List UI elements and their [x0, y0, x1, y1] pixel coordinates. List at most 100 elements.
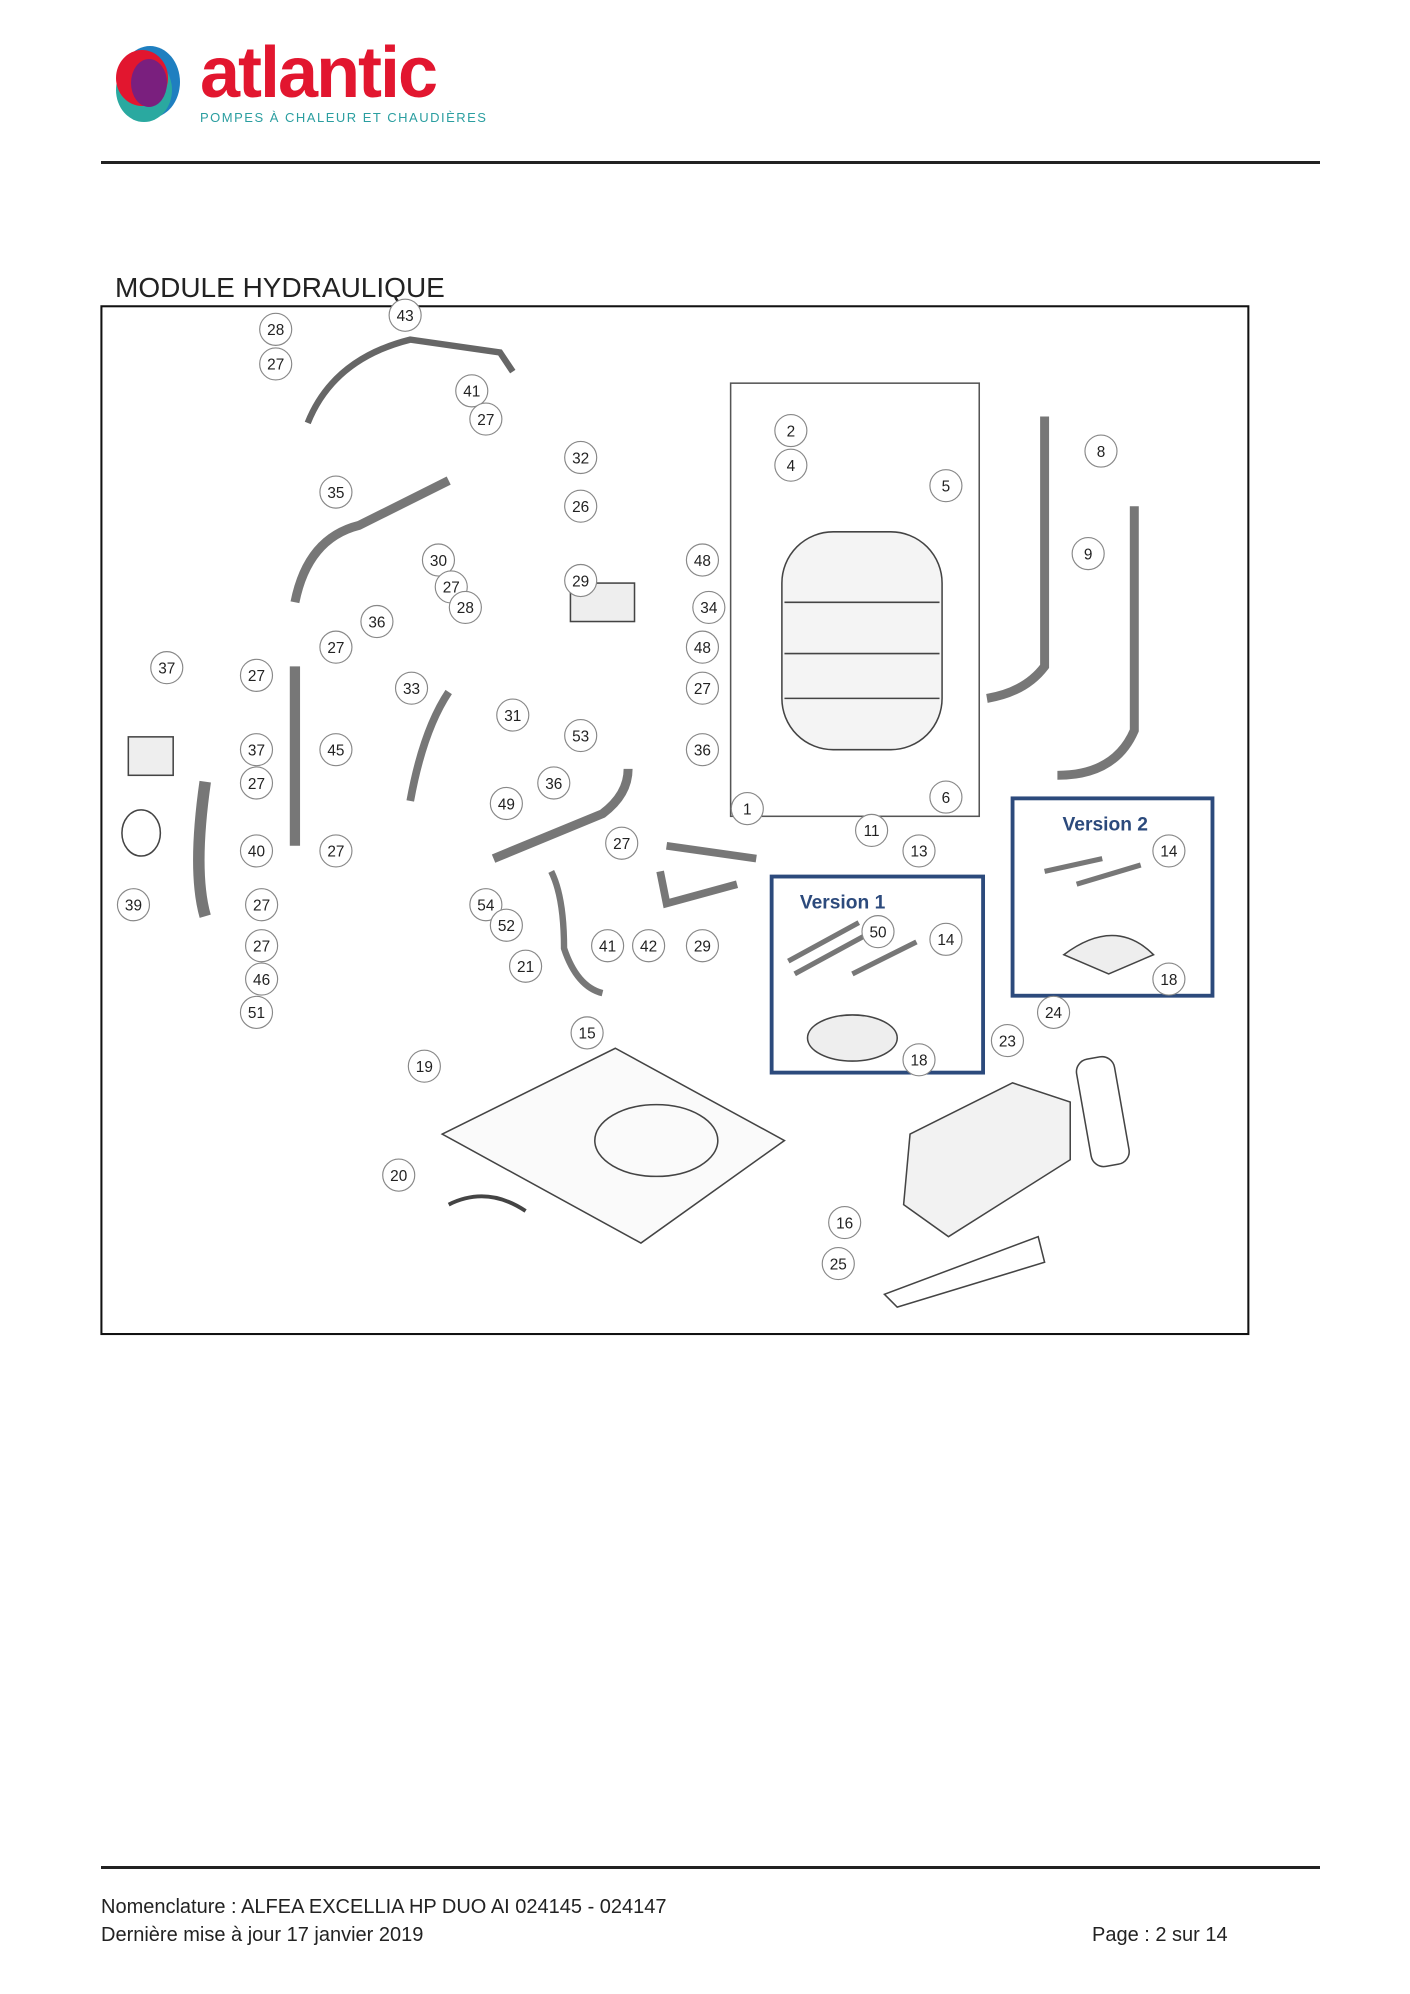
- callout-number: 27: [248, 776, 265, 793]
- callout-number: 40: [248, 844, 265, 861]
- callout-number: 2: [787, 423, 796, 440]
- callout-number: 25: [830, 1256, 847, 1273]
- callout-circle: [489, 786, 523, 821]
- callout-number: 52: [498, 918, 515, 935]
- callout-number: 48: [694, 640, 711, 657]
- callout-number: 41: [599, 939, 616, 956]
- callout-number: 21: [517, 959, 534, 976]
- callout-circle: [685, 733, 720, 767]
- callout-circle: [382, 1158, 416, 1192]
- callout-circle: [564, 718, 598, 753]
- callout-circle: [591, 929, 625, 963]
- callout-number: 29: [694, 939, 711, 956]
- callout-circle: [990, 1023, 1025, 1058]
- version-1-box: [769, 874, 986, 1075]
- callout-number: 33: [403, 681, 420, 698]
- callout-circle: [448, 590, 482, 625]
- header-divider: [101, 161, 1320, 164]
- callout-number: 28: [457, 600, 474, 617]
- callout-number: 24: [1045, 1005, 1063, 1022]
- callout-circle: [537, 766, 571, 800]
- callout-circle: [685, 630, 720, 664]
- callout-number: 27: [477, 412, 494, 429]
- callout-number: 36: [694, 742, 711, 759]
- expansion-vessel: [781, 531, 943, 751]
- callout-circle: [239, 766, 274, 800]
- part-18-v2: [1062, 934, 1155, 975]
- callout-number: 36: [545, 776, 562, 793]
- callout-circle: [319, 733, 353, 767]
- callout-circle: [730, 792, 764, 826]
- base-hole: [594, 1103, 719, 1178]
- callout-circle: [245, 888, 279, 922]
- callout-number: 11: [864, 823, 880, 840]
- callout-circle: [319, 475, 353, 509]
- callout-number: 46: [253, 972, 270, 989]
- callout-circle: [319, 834, 353, 868]
- callout-number: 18: [910, 1053, 927, 1070]
- callout-number: 13: [910, 844, 927, 861]
- callout-number: 31: [504, 708, 521, 725]
- callout-number: 18: [1160, 972, 1177, 989]
- callout-number: 49: [498, 796, 515, 813]
- callout-circle: [245, 929, 279, 963]
- section-title: MODULE HYDRAULIQUE: [115, 272, 445, 303]
- pipe-8: [986, 416, 1050, 703]
- logo-tagline: POMPES À CHALEUR ET CHAUDIÈRES: [200, 110, 488, 125]
- callout-number: 32: [572, 450, 589, 467]
- callout-circle: [774, 448, 808, 482]
- callout-circle: [239, 658, 274, 692]
- callout-number: 41: [463, 384, 480, 401]
- callout-circle: [828, 1205, 862, 1240]
- version-1-label: Version 1: [800, 893, 886, 914]
- callout-number: 9: [1084, 546, 1093, 563]
- callout-number: 27: [248, 668, 265, 685]
- pipe-40: [193, 780, 211, 918]
- callout-number: 14: [1160, 844, 1178, 861]
- callout-number: 45: [327, 742, 344, 759]
- callout-circle: [455, 374, 489, 408]
- callout-circle: [861, 915, 895, 949]
- callout-circle: [632, 929, 666, 963]
- hose-33: [406, 689, 452, 802]
- callout-number: 37: [158, 660, 175, 677]
- callout-circle: [564, 440, 598, 475]
- callout-number: 27: [253, 897, 270, 914]
- atlantic-logo: atlantic POMPES À CHALEUR ET CHAUDIÈRES: [112, 33, 492, 133]
- callout-circle: [496, 698, 530, 732]
- tank-group-box: [729, 382, 981, 818]
- callout-circle: [685, 929, 720, 963]
- callout-circle: [854, 813, 889, 848]
- callout-number: 1: [743, 801, 752, 818]
- callout-number: 27: [253, 939, 270, 956]
- callout-number: 36: [368, 614, 385, 631]
- callout-circle: [469, 888, 503, 922]
- callout-circle: [605, 826, 639, 860]
- callout-circle: [929, 780, 963, 814]
- callout-circle: [774, 413, 808, 448]
- callout-circle: [319, 630, 353, 664]
- pipe-9: [1057, 506, 1139, 780]
- sensor-coil-39: [121, 809, 162, 857]
- callout-circle: [150, 651, 184, 685]
- callout-number: 19: [416, 1059, 433, 1076]
- callout-circle: [564, 489, 598, 523]
- callout-number: 26: [572, 499, 589, 516]
- callout-circle: [259, 312, 293, 346]
- callout-number: 27: [694, 681, 711, 698]
- callout-circle: [902, 1043, 936, 1077]
- callout-circle: [239, 834, 274, 868]
- callout-circle: [1071, 537, 1105, 571]
- callout-number: 4: [787, 458, 796, 475]
- callout-circle: [929, 922, 963, 956]
- callout-group: 2843274127323526245893027282948344836273…: [116, 298, 1186, 1281]
- callout-number: 51: [248, 1005, 265, 1022]
- callout-circle: [388, 298, 422, 332]
- callout-number: 20: [390, 1168, 407, 1185]
- callout-number: 27: [443, 580, 460, 597]
- version-2-label: Version 2: [1063, 814, 1148, 835]
- callout-number: 15: [579, 1026, 596, 1043]
- actuator-37: [127, 736, 174, 777]
- callout-circle: [116, 888, 151, 922]
- callout-number: 8: [1097, 444, 1106, 461]
